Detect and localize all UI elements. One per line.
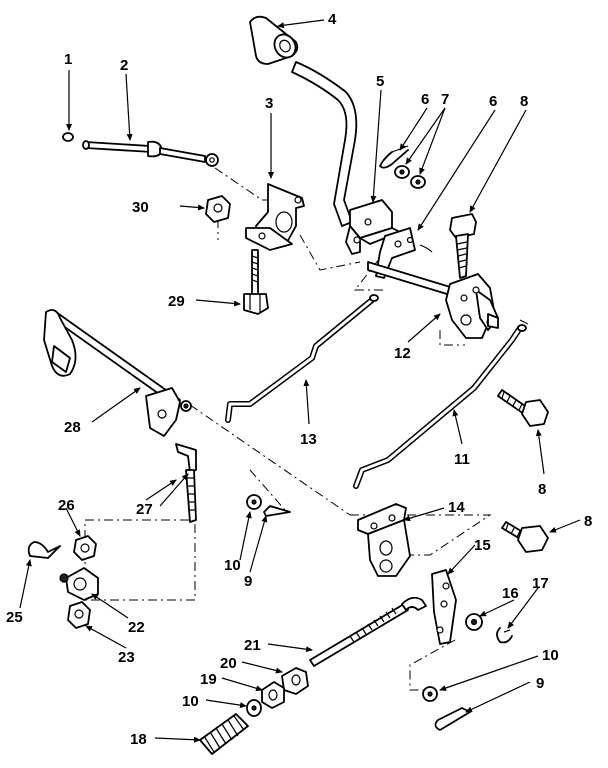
link-rod-11	[353, 324, 527, 489]
callout-21: 21	[244, 637, 261, 654]
nut-23	[67, 601, 91, 629]
bolt-8-lower	[501, 521, 549, 553]
mounting-bracket	[245, 183, 305, 251]
callout-4: 4	[328, 11, 337, 28]
washer-cotter-middle	[246, 494, 291, 517]
callout-19: 19	[200, 671, 217, 688]
callout-26: 26	[58, 497, 75, 514]
callout-23: 23	[118, 649, 135, 666]
eye-bolt-27	[175, 443, 197, 523]
callout-25: 25	[6, 609, 23, 626]
spring-18	[199, 713, 249, 755]
callout-3: 3	[265, 95, 273, 112]
callout-7: 7	[441, 91, 449, 108]
callout-8-lower: 8	[584, 513, 592, 530]
callout-labels: 1 2 3 4 5 6 7 6 8 30 29 12 13 11 8 28 27…	[6, 11, 592, 748]
callout-13: 13	[300, 431, 317, 448]
washers-upper	[394, 165, 426, 189]
e-clip-17	[496, 627, 513, 644]
callout-20: 20	[220, 655, 237, 672]
hex-nut-30	[205, 195, 231, 223]
rod-assembly	[62, 132, 219, 167]
callout-10-lower-right: 10	[542, 647, 559, 664]
callout-10-lower-left: 10	[182, 693, 199, 710]
callout-10-middle: 10	[224, 557, 241, 574]
handle-grip	[249, 15, 299, 65]
control-lever	[291, 61, 358, 227]
threaded-rod-21	[309, 596, 427, 667]
nut-26	[73, 535, 97, 561]
cotter-pin-25	[27, 541, 61, 559]
washer-10-lower	[246, 699, 262, 717]
nut-20	[281, 667, 309, 695]
callout-8-upper: 8	[520, 93, 528, 110]
callout-12: 12	[394, 345, 411, 362]
callout-22: 22	[128, 619, 145, 636]
washer-cotter-lower	[422, 686, 471, 731]
leader-lines	[19, 19, 581, 743]
callout-9-lower-right: 9	[536, 675, 544, 692]
bolt-8-middle	[497, 389, 549, 427]
callout-6-upper-right: 6	[489, 93, 497, 110]
callout-14: 14	[448, 499, 465, 516]
callout-28: 28	[64, 419, 81, 436]
bolt-29	[243, 249, 269, 315]
nut-19	[261, 681, 285, 709]
callout-30: 30	[132, 199, 149, 216]
washer-16	[465, 613, 483, 631]
bolt-8-upper	[449, 213, 477, 279]
cotter-pin-upper	[379, 145, 409, 169]
callout-1: 1	[64, 51, 72, 68]
cross-shaft-28	[43, 309, 192, 437]
callout-27: 27	[136, 501, 153, 518]
callout-29: 29	[168, 293, 185, 310]
callout-8-middle: 8	[538, 481, 546, 498]
callout-17: 17	[532, 575, 549, 592]
pivot-shaft-bracket	[367, 261, 499, 339]
callout-11: 11	[454, 451, 470, 468]
callout-15: 15	[474, 537, 491, 554]
callout-5: 5	[376, 73, 384, 90]
callout-2: 2	[120, 57, 128, 74]
callout-9-middle: 9	[244, 573, 252, 590]
bracket-14	[357, 503, 411, 577]
callout-18: 18	[130, 731, 147, 748]
callout-16: 16	[502, 585, 519, 602]
callout-6-upper-left: 6	[421, 91, 429, 108]
link-rod-13	[225, 294, 379, 423]
link-plate-15	[431, 569, 457, 645]
swivel-22	[59, 567, 99, 601]
